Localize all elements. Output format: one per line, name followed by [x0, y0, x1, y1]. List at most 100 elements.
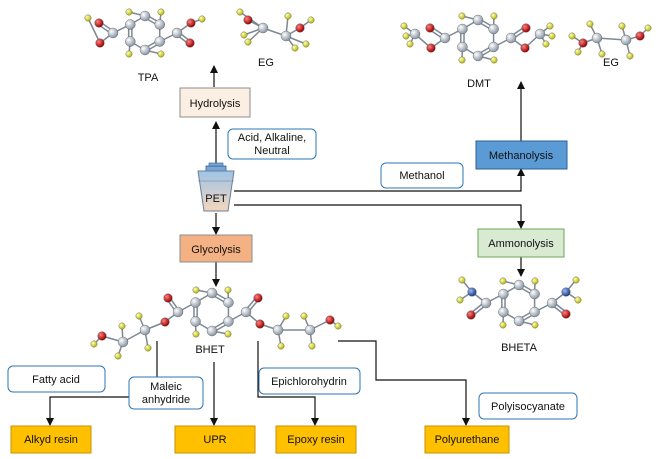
oxygen-atom	[520, 43, 530, 53]
dmt-molecule	[400, 12, 556, 64]
carbon-atom	[620, 34, 632, 46]
epoxy-resin-box: Epoxy resin	[275, 425, 357, 454]
hydrogen-atom	[458, 276, 466, 284]
carbon-atom	[257, 22, 269, 34]
methanolysis-label: Methanolysis	[489, 150, 554, 162]
pet-label: PET	[205, 193, 227, 205]
hydrogen-atom	[402, 32, 410, 40]
oxygen-atom	[255, 319, 265, 329]
tpa-label: TPA	[138, 72, 159, 84]
reagent-polyisocyanate-label: Polyisocyanate	[491, 401, 565, 413]
epoxy-resin-label: Epoxy resin	[287, 434, 344, 446]
carbon-atom	[240, 306, 252, 318]
hydrogen-atom	[499, 321, 507, 329]
hydrogen-atom	[618, 22, 626, 30]
hydrogen-atom	[490, 56, 498, 64]
hydrogen-atom	[458, 12, 466, 20]
dmt-label: DMT	[467, 78, 491, 90]
hydrogen-atom	[236, 8, 244, 16]
carbon-atom	[457, 23, 468, 35]
carbon-atom	[439, 32, 451, 44]
hydrogen-atom	[456, 296, 464, 304]
oxygen-atom	[253, 293, 263, 303]
carbon-atom	[280, 30, 292, 42]
carbon-atom	[529, 288, 540, 300]
bhet-label: BHET	[195, 344, 225, 356]
eg-molecule-left	[236, 8, 315, 52]
reagent-polyisocyanate: Polyisocyanate	[478, 392, 578, 420]
carbon-atom	[513, 315, 525, 327]
oxygen-atom	[185, 38, 195, 48]
hydrogen-atom	[458, 56, 466, 64]
hydrogen-atom	[84, 14, 92, 22]
carbon-atom	[125, 36, 136, 47]
oxygen-atom	[466, 310, 476, 320]
carbon-atom	[529, 306, 540, 318]
bheta-label: BHETA	[501, 342, 538, 354]
carbon-atom	[190, 297, 201, 308]
oxygen-atom	[186, 18, 196, 28]
hydrogen-atom	[114, 352, 122, 360]
reagent-hydrolysis: Acid, Alkaline, Neutral	[227, 128, 317, 160]
pet-beaker-icon: PET	[197, 162, 235, 212]
methanolysis-box: Methanolysis	[475, 140, 568, 170]
oxygen-atom	[295, 23, 305, 33]
hydrogen-atom	[224, 286, 232, 294]
hydrogen-atom	[626, 52, 634, 60]
oxygen-atom	[95, 38, 105, 48]
carbon-atom	[154, 36, 165, 47]
carbon-atom	[125, 19, 136, 30]
reagent-fatty-acid: Fatty acid	[7, 365, 106, 393]
hydrogen-atom	[568, 32, 576, 40]
hydrogen-atom	[125, 50, 133, 58]
hydrogen-atom	[334, 322, 342, 330]
carbon-atom	[513, 279, 525, 291]
carbon-atom	[488, 41, 499, 53]
carbon-atom	[472, 50, 484, 62]
oxygen-atom	[425, 23, 435, 33]
carbon-atom	[190, 316, 201, 327]
carbon-atom	[457, 41, 468, 53]
hydrogen-atom	[157, 50, 165, 58]
carbon-atom	[107, 27, 119, 39]
carbon-atom	[546, 297, 558, 309]
carbon-atom	[498, 288, 509, 300]
hydrogen-atom	[548, 32, 556, 40]
oxygen-atom	[561, 309, 571, 319]
glycolysis-box: Glycolysis	[179, 234, 253, 263]
bheta-molecule	[456, 276, 582, 329]
carbon-atom	[223, 316, 234, 327]
carbon-atom	[488, 23, 499, 35]
hydrogen-atom	[572, 276, 580, 284]
upr-box: UPR	[174, 425, 256, 454]
carbon-atom	[498, 306, 509, 318]
reagent-maleic-anhydride: Maleic anhydride	[128, 376, 204, 410]
hydrogen-atom	[240, 31, 248, 39]
hydrogen-atom	[499, 277, 507, 285]
hydrogen-atom	[90, 340, 98, 348]
hydrogen-atom	[300, 312, 308, 320]
carbon-atom	[139, 10, 151, 22]
hydrogen-atom	[244, 38, 252, 46]
oxygen-atom	[97, 331, 107, 341]
carbon-atom	[139, 44, 151, 56]
hydrogen-atom	[198, 15, 206, 23]
hydrogen-atom	[224, 330, 232, 338]
oxygen-atom	[426, 43, 436, 53]
hydrogen-atom	[406, 40, 414, 48]
hydrogen-atom	[282, 312, 290, 320]
hydrogen-atom	[118, 322, 126, 330]
hydrogen-atom	[586, 20, 594, 28]
alkyd-resin-box: Alkyd resin	[10, 425, 92, 454]
carbon-atom	[480, 297, 492, 309]
oxygen-atom	[243, 15, 253, 25]
hydrolysis-box: Hydrolysis	[179, 87, 251, 118]
connectors	[46, 65, 525, 426]
hydrogen-atom	[644, 24, 652, 32]
carbon-atom	[154, 19, 165, 30]
carbon-atom	[172, 306, 184, 318]
bhet-molecule	[90, 286, 342, 360]
arrow-bhet-to-polyurethane	[338, 340, 470, 426]
